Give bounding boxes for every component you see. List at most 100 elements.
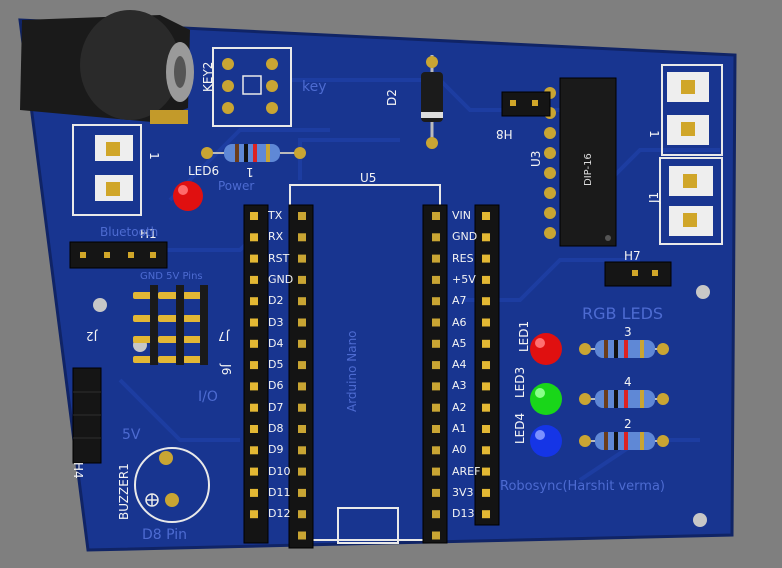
dip16-ic xyxy=(559,77,617,247)
pcb-board xyxy=(18,18,737,552)
nano-right-pin-label: A5 xyxy=(452,336,467,350)
header-pin xyxy=(432,467,440,476)
header-pin xyxy=(298,446,306,455)
header-pin xyxy=(482,254,490,263)
nano-left-pin-label: GND xyxy=(268,272,294,286)
header-pin xyxy=(250,361,258,370)
nano-left-pin-label: RST xyxy=(268,251,290,265)
nano-right-pin-label: A3 xyxy=(452,379,467,393)
nano-left-pin-label: TX xyxy=(268,209,283,222)
label-d8-pin: D8 Pin xyxy=(142,527,188,543)
header-pin xyxy=(432,318,440,327)
header-pin xyxy=(482,510,490,519)
header-pin xyxy=(250,425,258,433)
header-pin xyxy=(298,212,306,220)
header-pin xyxy=(250,403,258,412)
label-u3: U3 xyxy=(529,150,543,167)
nano-left-pin-label: D10 xyxy=(268,464,291,478)
header-pin xyxy=(482,339,490,348)
header-pin xyxy=(432,531,440,540)
header-pin xyxy=(432,510,440,519)
header-pin xyxy=(482,212,490,220)
nano-left-pin-label: D4 xyxy=(268,336,284,350)
header-pin xyxy=(298,382,306,391)
label-led3: LED3 xyxy=(513,366,527,398)
j6-header xyxy=(243,204,269,544)
nano-left-pin-label: D5 xyxy=(268,358,284,372)
label-rgb-leds: RGB LEDS xyxy=(582,304,664,323)
header-pin xyxy=(432,361,440,370)
header-pin xyxy=(250,339,258,348)
nano-left-pin-label: RX xyxy=(268,230,284,244)
nano-right-pin-label: AREF xyxy=(452,464,481,478)
label-key2: KEY2 xyxy=(201,61,215,92)
label-h1: H1 xyxy=(140,227,157,241)
label-key: key xyxy=(302,79,327,95)
nano-right-pin-label: 3V3 xyxy=(452,485,474,499)
header-pin xyxy=(432,446,440,455)
label-bluetooth: Bluetooth xyxy=(100,225,159,239)
header-pin xyxy=(298,339,306,348)
header-pin xyxy=(298,488,306,497)
header-pin xyxy=(298,275,306,284)
label-io: I/O xyxy=(198,389,218,405)
label-dip16: DIP-16 xyxy=(583,153,594,186)
header-pin xyxy=(250,382,258,391)
header-pin xyxy=(432,488,440,497)
header-pin xyxy=(298,254,306,263)
nano-right-pin-label: GND xyxy=(452,230,478,244)
header-pin xyxy=(250,467,258,476)
label-r2: 2 xyxy=(624,417,632,431)
header-pin xyxy=(298,425,306,433)
label-buzzer: BUZZER1 xyxy=(117,463,131,520)
header-pin xyxy=(298,510,306,519)
nano-left-pin-label: D7 xyxy=(268,400,284,414)
header-pin xyxy=(482,488,490,497)
nano-left-pin-label: D11 xyxy=(268,485,291,499)
header-pin xyxy=(432,425,440,433)
nano-left-pin-label: D12 xyxy=(268,507,291,521)
label-one-right: 1 xyxy=(646,130,661,138)
label-led4: LED4 xyxy=(513,412,527,444)
nano-left-pin-label: D8 xyxy=(268,422,284,435)
label-h7: H7 xyxy=(624,249,641,263)
header-pin xyxy=(250,318,258,327)
nano-left-pin-label: D3 xyxy=(268,315,284,329)
header-pin xyxy=(250,297,258,306)
nano-right-pin-label: VIN xyxy=(452,209,471,222)
label-5v: 5V xyxy=(122,427,141,443)
nano-right-pin-label: +5V xyxy=(452,272,476,286)
header-pin xyxy=(432,339,440,348)
nano-left-pin-label: D6 xyxy=(268,379,284,393)
label-credit: Robosync(Harshit verma) xyxy=(500,479,665,494)
header-pin xyxy=(298,233,306,242)
nano-right-pin-label: A1 xyxy=(452,422,467,435)
label-d2: D2 xyxy=(385,89,399,106)
header-pin xyxy=(432,275,440,284)
label-u5: U5 xyxy=(360,171,377,185)
header-pin xyxy=(482,425,490,433)
led4-blue xyxy=(530,425,562,457)
led1-red xyxy=(530,333,562,365)
label-j6: J6 xyxy=(219,364,233,376)
label-power: Power xyxy=(218,179,255,193)
header-pin xyxy=(432,382,440,391)
buzzer-outline xyxy=(134,447,210,523)
label-r1: 1 xyxy=(246,165,254,179)
header-pin xyxy=(432,297,440,306)
label-j1: J1 xyxy=(647,191,661,203)
header-pin xyxy=(298,318,306,327)
nano-right-pin-label: A7 xyxy=(452,294,467,308)
label-h4: H4 xyxy=(71,462,85,479)
led3-green xyxy=(530,383,562,415)
header-pin xyxy=(298,297,306,306)
header-pin xyxy=(298,403,306,412)
nano-right-pin-label: RES xyxy=(452,251,474,265)
label-r3: 3 xyxy=(624,325,632,339)
nano-left-pin-label: D9 xyxy=(268,443,284,457)
header-pin xyxy=(432,254,440,263)
header-pin xyxy=(482,361,490,370)
header-pin xyxy=(432,233,440,242)
nano-right-pin-label: A2 xyxy=(452,400,467,414)
label-led6: LED6 xyxy=(188,164,220,178)
